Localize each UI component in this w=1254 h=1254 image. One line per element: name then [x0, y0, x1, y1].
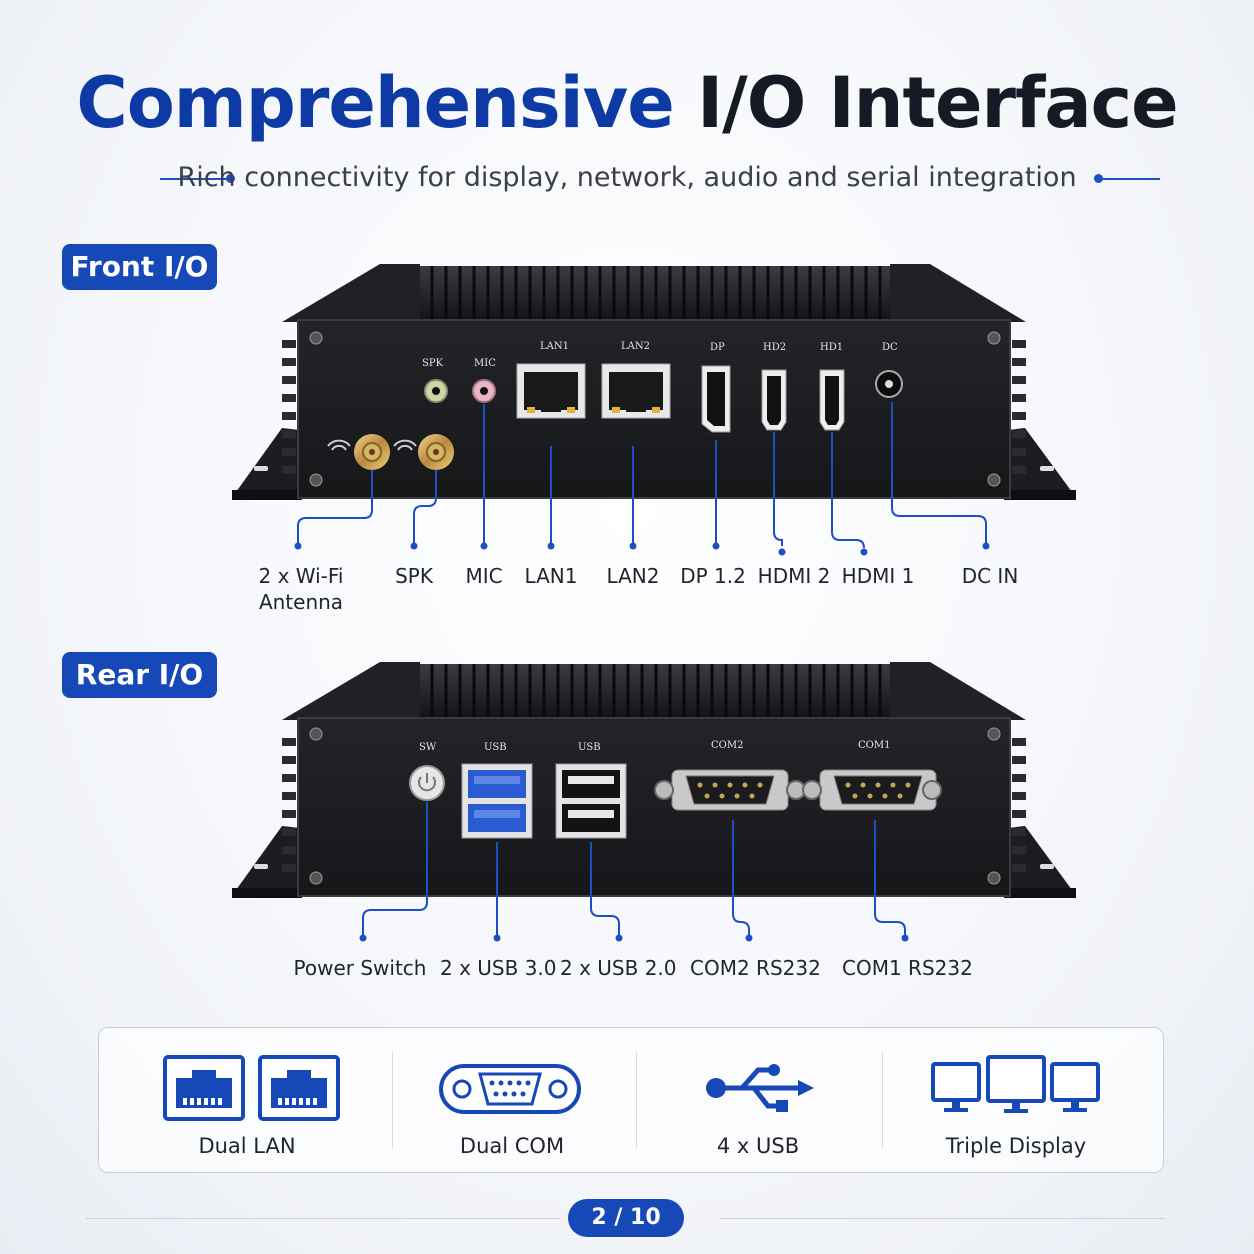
label-spk: SPK [395, 564, 433, 588]
front-mark-hd1: HD1 [820, 342, 844, 353]
front-io-badge: Front I/O [62, 244, 217, 290]
label-hdmi2: HDMI 2 [757, 564, 831, 588]
feature-divider [636, 1052, 637, 1148]
footer-line-left [86, 1218, 560, 1219]
feature-label-dual-lan: Dual LAN [198, 1134, 296, 1158]
dual-lan-icon [163, 1055, 340, 1121]
rear-mark-com1: COM1 [858, 740, 891, 751]
rear-mark-com2: COM2 [711, 740, 744, 751]
subtitle-line-left [160, 178, 230, 180]
rear-device-image [232, 662, 1076, 942]
label-dp: DP 1.2 [680, 564, 746, 588]
rear-mark-usb2: USB [578, 742, 601, 753]
front-mark-spk: SPK [422, 358, 444, 369]
front-mark-dp: DP [710, 342, 725, 353]
subtitle-dot-right [1094, 174, 1103, 183]
subtitle-line-right [1100, 178, 1160, 180]
label-power-switch: Power Switch [293, 956, 427, 980]
subtitle-dot-left [226, 174, 235, 183]
label-mic: MIC [465, 564, 503, 588]
footer-line-right [720, 1218, 1166, 1219]
usb-icon [706, 1064, 814, 1112]
rear-mark-usb3: USB [484, 742, 507, 753]
front-device-image [232, 264, 1076, 556]
front-mark-dc: DC [882, 342, 898, 353]
page-indicator: 2 / 10 [568, 1199, 684, 1237]
feature-label-dual-com: Dual COM [459, 1134, 565, 1158]
front-mark-lan1: LAN1 [540, 341, 569, 352]
label-lan2: LAN2 [606, 564, 660, 588]
label-dc-in: DC IN [961, 564, 1019, 588]
label-hdmi1: HDMI 1 [841, 564, 915, 588]
feature-label-usb: 4 x USB [716, 1134, 800, 1158]
serial-port-icon [439, 1064, 581, 1114]
label-com2: COM2 RS232 [690, 956, 821, 980]
label-lan1: LAN1 [524, 564, 578, 588]
label-usb3: 2 x USB 3.0 [440, 956, 557, 980]
front-mark-mic: MIC [474, 358, 496, 369]
label-com1: COM1 RS232 [842, 956, 973, 980]
front-mark-lan2: LAN2 [621, 341, 650, 352]
page-subtitle: Rich connectivity for display, network, … [177, 162, 1077, 193]
feature-divider [882, 1052, 883, 1148]
rear-mark-sw: SW [419, 742, 437, 753]
front-mark-hd2: HD2 [763, 342, 787, 353]
page-title: Comprehensive I/O Interface [76, 62, 1178, 144]
monitors-icon [931, 1055, 1100, 1113]
feature-divider [392, 1052, 393, 1148]
feature-label-triple-display: Triple Display [945, 1134, 1087, 1158]
label-usb2: 2 x USB 2.0 [560, 956, 677, 980]
rear-io-badge: Rear I/O [62, 652, 217, 698]
